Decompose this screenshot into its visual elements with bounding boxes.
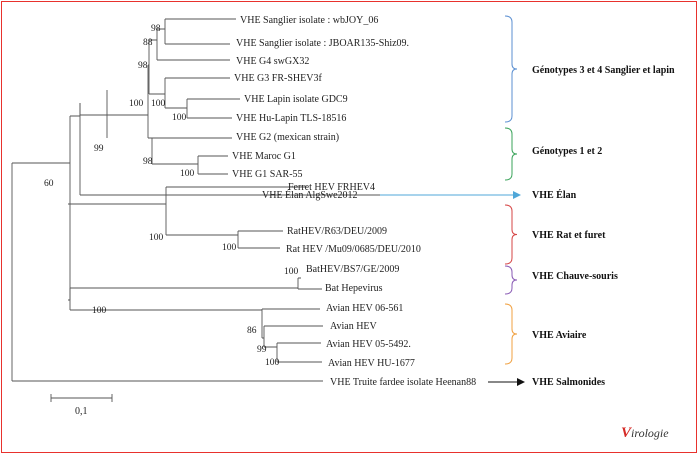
clade-label: VHE Salmonides <box>532 377 605 388</box>
bootstrap-value: 100 <box>180 169 195 179</box>
arrowhead-icon <box>513 191 521 199</box>
bootstrap-value: 99 <box>94 144 104 154</box>
taxon-label: VHE Lapin isolate GDC9 <box>244 94 348 105</box>
clade-annotation: VHE Aviaire <box>504 303 587 365</box>
taxon-label: Avian HEV 06-561 <box>326 303 403 314</box>
taxon-label: VHE Maroc G1 <box>232 151 296 162</box>
taxon-label: VHE Sanglier isolate : wbJOY_06 <box>240 15 378 26</box>
virologie-logo: Virologie <box>621 425 669 441</box>
group-braces: Génotypes 3 et 4 Sanglier et lapinGénoty… <box>380 15 675 388</box>
bootstrap-value: 100 <box>284 267 299 277</box>
taxon-label: Rat HEV /Mu09/0685/DEU/2010 <box>286 244 421 255</box>
clade-label: VHE Élan <box>532 189 577 201</box>
clade-brace <box>504 204 518 265</box>
taxon-label: VHE Hu-Lapin TLS-18516 <box>236 113 346 124</box>
taxon-label: VHE G2 (mexican strain) <box>236 132 339 143</box>
arrowhead-icon <box>517 378 525 386</box>
clade-label: VHE Aviaire <box>532 330 587 341</box>
clade-brace <box>504 303 518 365</box>
bootstrap-value: 100 <box>222 243 237 253</box>
clade-annotation: VHE Élan <box>380 189 577 201</box>
logo-rest: irologie <box>631 426 669 440</box>
clade-brace <box>504 265 518 295</box>
clade-brace <box>504 15 518 123</box>
logo-letter: V <box>621 425 633 441</box>
bootstrap-value: 98 <box>143 157 153 167</box>
clade-label: Génotypes 1 et 2 <box>532 146 602 157</box>
bootstrap-value: 88 <box>143 38 153 48</box>
taxon-label: VHE Truite fardee isolate Heenan88 <box>330 377 476 388</box>
taxon-label: VHE G4 swGX32 <box>236 56 309 67</box>
taxon-label: RatHEV/R63/DEU/2009 <box>287 226 387 237</box>
svg-text:Virologie: Virologie <box>621 425 669 441</box>
bootstrap-value: 98 <box>151 24 161 34</box>
clade-annotation: Génotypes 3 et 4 Sanglier et lapin <box>504 15 675 123</box>
taxon-label: Bat Hepevirus <box>325 283 383 294</box>
taxon-label: Avian HEV HU-1677 <box>328 358 415 369</box>
taxon-label: VHE Sanglier isolate : JBOAR135-Shiz09. <box>236 38 409 49</box>
clade-annotation: VHE Salmonides <box>488 377 605 388</box>
taxon-label: VHE Élan AlgSwe2012 <box>262 189 358 201</box>
bootstrap-value: 99 <box>257 345 267 355</box>
clade-label: Génotypes 3 et 4 Sanglier et lapin <box>532 65 675 76</box>
bootstrap-value: 100 <box>149 233 164 243</box>
bootstrap-value: 100 <box>129 99 144 109</box>
bootstrap-value: 100 <box>92 306 107 316</box>
taxon-label: Avian HEV 05-5492. <box>326 339 411 350</box>
clade-annotation: Génotypes 1 et 2 <box>504 127 602 181</box>
taxon-label: Avian HEV <box>330 321 378 332</box>
bootstrap-value: 100 <box>265 358 280 368</box>
bootstrap-value: 100 <box>172 113 187 123</box>
bootstrap-value: 60 <box>44 179 54 189</box>
taxon-label: VHE G1 SAR-55 <box>232 169 303 180</box>
clade-annotation: VHE Chauve-souris <box>504 265 618 295</box>
bootstrap-value: 98 <box>138 61 148 71</box>
taxon-label: BatHEV/BS7/GE/2009 <box>306 264 399 275</box>
taxon-label: VHE G3 FR-SHEV3f <box>234 73 322 84</box>
clade-brace <box>504 127 518 181</box>
bootstrap-value: 100 <box>151 99 166 109</box>
taxon-label: Ferret HEV FRHEV4 <box>288 182 375 193</box>
bootstrap-value: 86 <box>247 326 257 336</box>
clade-label: VHE Rat et furet <box>532 230 606 241</box>
clade-label: VHE Chauve-souris <box>532 271 618 282</box>
clade-annotation: VHE Rat et furet <box>504 204 606 265</box>
tree-branches <box>11 18 385 402</box>
scale-label: 0,1 <box>75 406 88 417</box>
